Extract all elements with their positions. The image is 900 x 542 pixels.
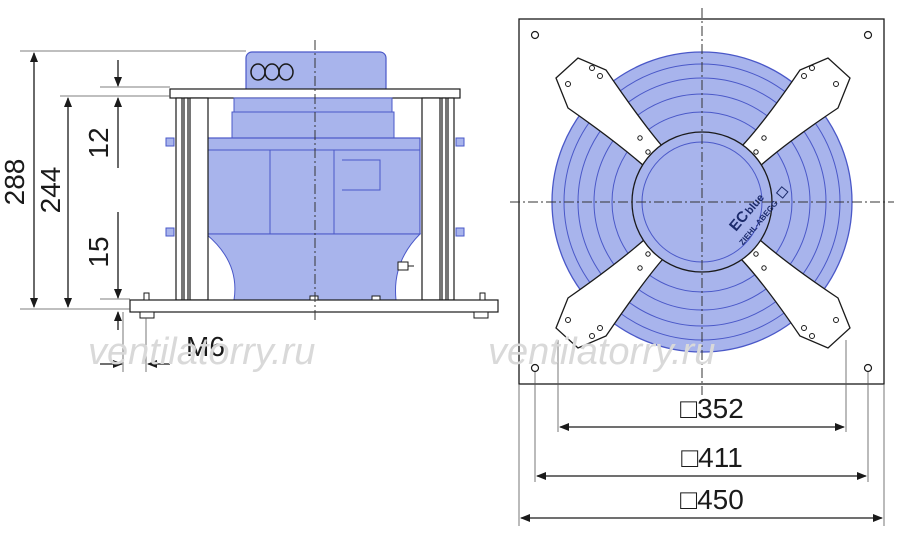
impeller (205, 137, 421, 235)
motor-neck (233, 97, 393, 113)
connector (397, 261, 414, 271)
base-bolts (139, 292, 489, 319)
front-view: EC blue ZIEHL-ABEGG □352 □411 □450 (510, 8, 894, 526)
side-view: 288 244 12 15 M6 (0, 40, 499, 372)
terminal-box (245, 51, 387, 95)
bolt-label: M6 (186, 331, 225, 362)
watermark-left: ventilatorry.ru (88, 331, 315, 373)
plate-corner-holes (530, 30, 873, 373)
dim-411-label: □411 (681, 442, 743, 473)
dim-450-label: □450 (680, 484, 744, 515)
dim-352-label: □352 (680, 393, 744, 424)
left-support-post (175, 97, 209, 301)
dim-244-label: 244 (35, 167, 66, 214)
base-plate (129, 299, 499, 313)
cable-glands (250, 63, 294, 81)
watermark-right: ventilatorry.ru (488, 331, 715, 373)
dim-15-label: 15 (83, 236, 114, 267)
right-support-post (421, 97, 455, 301)
motor-body (231, 111, 395, 139)
dim-12-label: 12 (83, 127, 114, 158)
inlet-nozzle (204, 233, 422, 301)
arm-holes (565, 65, 839, 339)
dim-288-label: 288 (0, 159, 30, 206)
